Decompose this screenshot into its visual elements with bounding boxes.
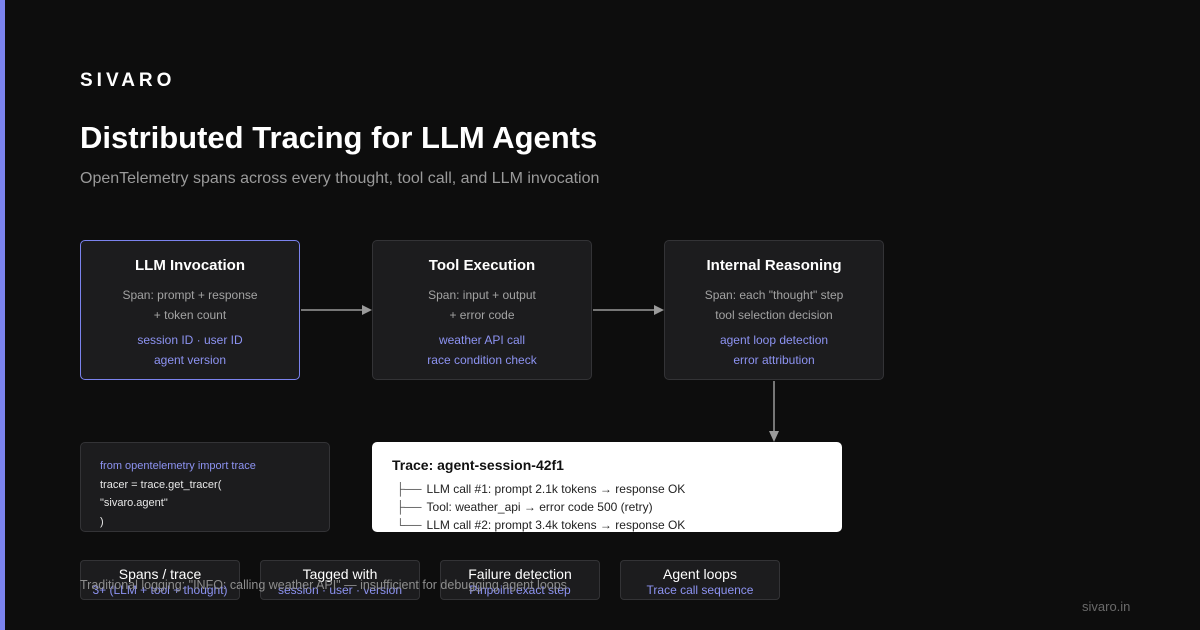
stage-tag-line: weather API call bbox=[438, 333, 526, 347]
stat-tagged-with: Tagged with session · user · version bbox=[260, 560, 420, 600]
stage-internal-reasoning: Internal Reasoning Span: each "thought" … bbox=[664, 240, 884, 380]
stat-agent-loops: Agent loops Trace call sequence bbox=[620, 560, 780, 600]
code-line: tracer = trace.get_tracer( bbox=[100, 478, 222, 491]
stat-value: Trace call sequence bbox=[646, 583, 754, 597]
code-line: ) bbox=[100, 515, 104, 528]
tree-branch-icon: └── bbox=[396, 518, 422, 532]
stage-tag-line: agent version bbox=[153, 353, 227, 367]
stat-spans-per-trace: Spans / trace 3+ (LLM + tool + thought) bbox=[80, 560, 240, 600]
tree-branch-icon: ├── bbox=[396, 482, 422, 496]
trace-line-text: LLM call #1: prompt 2.1k tokens → respon… bbox=[426, 482, 686, 496]
tree-branch-icon: ├── bbox=[396, 500, 422, 514]
stat-value: session · user · version bbox=[277, 583, 403, 597]
code-snippet: from opentelemetry import trace tracer =… bbox=[80, 442, 330, 532]
stat-label: Tagged with bbox=[302, 566, 378, 582]
stat-label: Agent loops bbox=[663, 566, 737, 582]
stat-value: 3+ (LLM + tool + thought) bbox=[92, 583, 228, 597]
code-line: from opentelemetry import trace bbox=[100, 460, 256, 472]
stage-desc-line: Span: prompt + response bbox=[122, 288, 258, 302]
stat-label: Spans / trace bbox=[118, 566, 202, 582]
page-title: Distributed Tracing for LLM Agents bbox=[80, 120, 598, 155]
page-subtitle: OpenTelemetry spans across every thought… bbox=[80, 170, 600, 187]
trace-title: Trace: agent-session-42f1 bbox=[392, 457, 564, 473]
stage-title: Internal Reasoning bbox=[706, 257, 842, 274]
trace-line: └── LLM call #2: prompt 3.4k tokens → res… bbox=[392, 516, 842, 534]
stat-value: Pinpoint exact step bbox=[469, 583, 571, 597]
stage-tag-line: session ID · user ID bbox=[137, 333, 243, 347]
stage-tag-line: race condition check bbox=[427, 353, 537, 367]
trace-line-text: Tool: weather_api → error code 500 (retr… bbox=[426, 500, 653, 514]
stage-tag-line: agent loop detection bbox=[719, 333, 829, 347]
stage-desc-line: + token count bbox=[153, 308, 227, 322]
stage-desc-line: Span: input + output bbox=[428, 288, 536, 302]
stat-label: Failure detection bbox=[468, 566, 572, 582]
stage-title: Tool Execution bbox=[428, 257, 536, 274]
stat-failure-detection: Failure detection Pinpoint exact step bbox=[440, 560, 600, 600]
arrowhead-icon bbox=[362, 305, 372, 315]
stage-title: LLM Invocation bbox=[135, 257, 245, 274]
arrowhead-icon bbox=[769, 431, 779, 442]
stage-desc-line: + error code bbox=[449, 308, 515, 322]
code-line: "sivaro.agent" bbox=[100, 497, 168, 509]
stage-desc-line: Span: each "thought" step bbox=[704, 288, 844, 302]
trace-line: ├── Tool: weather_api → error code 500 (r… bbox=[392, 498, 842, 516]
stage-desc-line: tool selection decision bbox=[715, 308, 833, 322]
stage-llm-invocation: LLM Invocation Span: prompt + response +… bbox=[80, 240, 300, 380]
stage-tool-execution: Tool Execution Span: input + output + er… bbox=[372, 240, 592, 380]
footer-note: Traditional logging: "INFO: calling weat… bbox=[80, 578, 567, 592]
trace-panel: Trace: agent-session-42f1 ├── LLM call #1… bbox=[372, 442, 842, 532]
trace-line: ├── LLM call #1: prompt 2.1k tokens → res… bbox=[392, 480, 842, 498]
arrowhead-icon bbox=[654, 305, 664, 315]
stage-tag-line: error attribution bbox=[733, 353, 815, 367]
brand-logo: SIVARO bbox=[80, 70, 176, 91]
trace-line-text: LLM call #2: prompt 3.4k tokens → respon… bbox=[426, 518, 686, 532]
site-url: sivaro.in bbox=[1082, 599, 1131, 614]
accent-bar bbox=[0, 0, 5, 630]
